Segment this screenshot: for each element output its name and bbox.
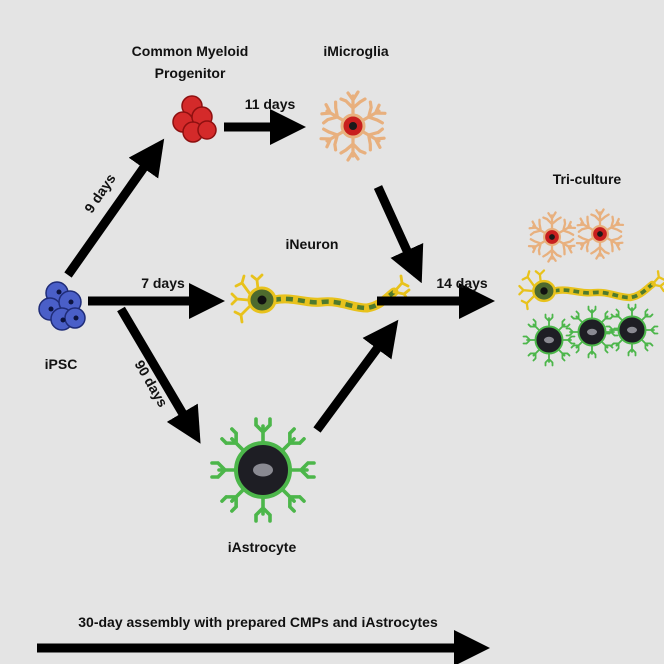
arrows bbox=[37, 109, 495, 664]
triculture-cluster bbox=[519, 210, 664, 366]
astrocyte-label: iAstrocyte bbox=[228, 539, 297, 555]
ipsc-cluster bbox=[38, 281, 86, 331]
arrow-ipsc-to-astrocyte bbox=[117, 306, 201, 444]
cmp-cluster bbox=[172, 95, 217, 143]
duration-11-days: 11 days bbox=[245, 96, 296, 112]
arrow-ipsc-to-cmp bbox=[64, 138, 165, 278]
microglia-label: iMicroglia bbox=[323, 43, 389, 59]
cmp-label-line2: Progenitor bbox=[155, 65, 226, 81]
cmp-label-line1: Common Myeloid bbox=[132, 43, 249, 59]
triculture-label: Tri-culture bbox=[553, 171, 622, 187]
assembly-text: 30-day assembly with prepared CMPs and i… bbox=[78, 614, 438, 630]
duration-14-days: 14 days bbox=[436, 275, 488, 291]
arrow-microglia-to-triculture bbox=[373, 185, 424, 284]
ipsc-label: iPSC bbox=[45, 356, 78, 372]
duration-7-days: 7 days bbox=[141, 275, 185, 291]
neuron-label: iNeuron bbox=[286, 236, 339, 252]
astrocyte-cell bbox=[212, 419, 314, 521]
arrow-astrocyte-to-triculture bbox=[313, 319, 399, 433]
microglia-cell bbox=[318, 92, 389, 160]
